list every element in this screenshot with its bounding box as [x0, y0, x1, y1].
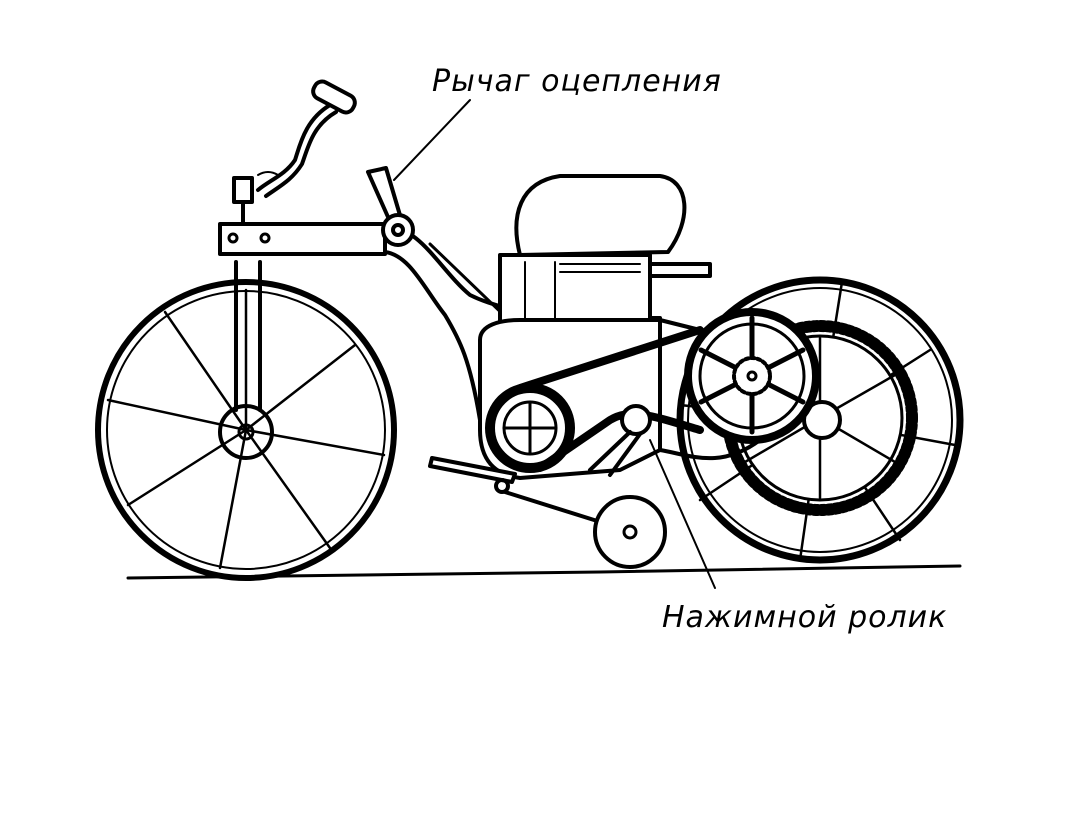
- pressure-roller-label: Нажимной ролик: [662, 600, 948, 635]
- front-fork: [232, 176, 262, 412]
- handlebar: [256, 79, 357, 198]
- pressure-roller: [593, 495, 667, 569]
- leader-clutch: [393, 99, 471, 181]
- clutch-lever: [366, 166, 415, 247]
- fuel-tank: [514, 174, 687, 257]
- clutch-lever-label: Рычаг оцепления: [432, 64, 722, 99]
- footrest: [428, 456, 612, 527]
- front-hub: [218, 404, 274, 460]
- engine-block: [498, 253, 712, 327]
- leader-roller: [649, 439, 716, 589]
- drive-pulley: [684, 308, 820, 444]
- rear-stay: [658, 318, 762, 461]
- ground-line: [126, 564, 962, 580]
- tensioner: [588, 404, 652, 477]
- front-wheel: [95, 279, 397, 581]
- steering-bracket: [218, 222, 387, 256]
